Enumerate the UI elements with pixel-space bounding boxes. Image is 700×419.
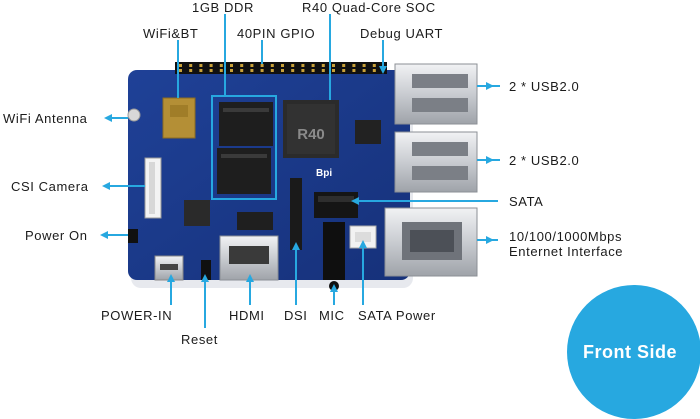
gpio-pin xyxy=(260,69,264,72)
gpio-pin xyxy=(311,69,315,72)
gpio-pin xyxy=(230,64,233,67)
gpio-pin xyxy=(199,69,203,72)
label-ethernet-line2: Enternet Interface xyxy=(509,244,624,259)
usb-stack-top xyxy=(394,63,478,125)
gpio-pin xyxy=(372,64,376,67)
gpio-pin xyxy=(321,64,325,67)
reset-button xyxy=(201,260,211,280)
usb-stack-bottom xyxy=(394,131,478,193)
gpio-pin xyxy=(209,69,213,72)
gpio-pin xyxy=(352,64,356,67)
ddr-highlight xyxy=(211,95,277,200)
dsi-connector xyxy=(290,178,302,250)
gpio-pin xyxy=(291,64,295,67)
gpio-pin xyxy=(250,64,254,67)
label-csi-camera: CSI Camera xyxy=(11,179,89,194)
gpio-pin xyxy=(301,64,305,67)
gpio-pin xyxy=(179,64,182,67)
label-sata-power: SATA Power xyxy=(358,308,436,323)
label-dsi: DSI xyxy=(284,308,308,323)
gpio-pin xyxy=(342,64,346,67)
micro-usb-port xyxy=(154,255,184,281)
gpio-pin xyxy=(270,64,274,67)
gpio-pin xyxy=(281,64,284,67)
gpio-pin xyxy=(362,69,366,72)
label-gpio: 40PIN GPIO xyxy=(237,26,316,41)
gpio-pin xyxy=(209,64,213,67)
pmu-chip xyxy=(355,120,381,144)
sata-connector xyxy=(314,192,358,218)
gpio-pin xyxy=(281,69,284,72)
gpio-pin xyxy=(301,69,305,72)
label-usb-top: 2 * USB2.0 xyxy=(509,79,580,94)
label-wifi-antenna: WiFi Antenna xyxy=(3,111,88,126)
gpio-pin xyxy=(219,64,223,67)
gpio-pin xyxy=(342,69,346,72)
label-reset: Reset xyxy=(181,332,218,347)
gpio-pin xyxy=(321,69,325,72)
gpio-pin xyxy=(311,64,315,67)
soc-chip-text: R40 xyxy=(297,126,325,143)
gpio-pin xyxy=(352,69,356,72)
gpio-pin xyxy=(332,69,335,72)
gpio-header xyxy=(175,62,387,74)
label-soc: R40 Quad-Core SOC xyxy=(302,0,436,15)
label-usb-bottom: 2 * USB2.0 xyxy=(509,153,580,168)
gpio-pin xyxy=(270,69,274,72)
label-power-in: POWER-IN xyxy=(101,308,173,323)
gpio-pin xyxy=(291,69,295,72)
gpio-pin xyxy=(250,69,254,72)
label-uart: Debug UART xyxy=(360,26,444,41)
label-power-on: Power On xyxy=(25,228,88,243)
gpio-pin xyxy=(219,69,223,72)
label-ethernet-line1: 10/100/1000Mbps xyxy=(509,229,623,244)
label-hdmi: HDMI xyxy=(229,308,265,323)
gpio-pin xyxy=(199,64,203,67)
ethernet-port xyxy=(384,207,478,277)
wifibt-module xyxy=(162,97,196,139)
gpio-pin xyxy=(179,69,182,72)
callout-arrowheads xyxy=(100,66,494,292)
gpio-pin xyxy=(332,64,335,67)
brand-logo: Bpi xyxy=(316,168,332,179)
label-wifibt: WiFi&BT xyxy=(143,26,199,41)
label-sata: SATA xyxy=(509,194,544,209)
gpio-pin xyxy=(240,69,244,72)
gpio-pin xyxy=(230,69,233,72)
gpio-pin xyxy=(372,69,376,72)
gpio-pin xyxy=(189,64,193,67)
label-mic: MIC xyxy=(319,308,345,323)
gpio-pin xyxy=(189,69,193,72)
gpio-pin xyxy=(260,64,264,67)
label-ddr: 1GB DDR xyxy=(192,0,254,15)
hdmi-port xyxy=(219,235,279,281)
gpio-pin xyxy=(362,64,366,67)
wifi-antenna-connector xyxy=(127,108,141,122)
power-on-button xyxy=(128,229,138,243)
front-side-badge: Front Side xyxy=(567,285,700,419)
mic-jack xyxy=(323,222,345,280)
small-chip xyxy=(237,212,273,230)
power-ic xyxy=(184,200,210,226)
gpio-pin xyxy=(240,64,244,67)
